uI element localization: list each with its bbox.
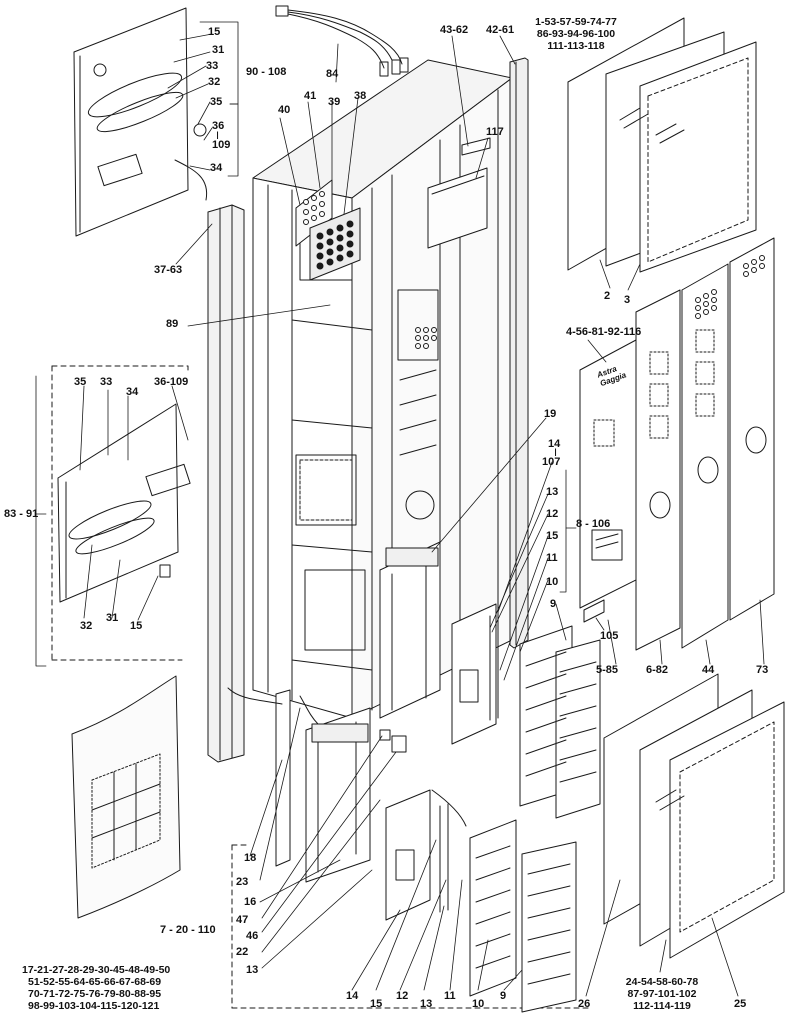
part-label: 22 [236,946,249,958]
part-label: 107 [542,456,561,468]
part-label: 13 [546,486,559,498]
part-label: 9 [500,990,507,1002]
small-parts [227,687,407,867]
part-label: 10 [472,998,485,1010]
part-label: 32 [80,620,93,632]
part-label: 46 [246,930,259,942]
door-panels [579,237,775,651]
part-label: 26 [578,998,591,1010]
part-label: 47 [236,914,249,926]
part-label: 8 - 106 [576,518,611,530]
part-group-line: 70-71-72-75-76-79-80-88-95 [28,988,162,1000]
part-label: 15 [546,530,559,542]
wiring-harness [275,5,409,77]
part-label: I [216,130,220,142]
part-label: 36 [212,120,225,132]
part-label: 7 - 20 - 110 [160,924,216,936]
part-label: 15 [130,620,143,632]
part-label: 34 [126,386,139,398]
part-label: 90 - 108 [246,66,287,78]
part-label: 35 [210,96,223,108]
part-label: 10 [546,576,559,588]
part-label: 109 [212,139,231,151]
part-label: 105 [600,630,619,642]
part-group-line: 98-99-103-104-115-120-121 [28,1000,160,1012]
part-label: 13 [246,964,259,976]
part-label: 36-109 [154,376,189,388]
part-label: 40 [278,104,291,116]
part-group-line: 112-114-119 [633,1000,691,1012]
part-group-line: 17-21-27-28-29-30-45-48-49-50 [22,964,171,976]
part-group-line: 86-93-94-96-100 [536,28,616,40]
part-label: 117 [486,126,504,138]
part-label: 13 [420,998,433,1010]
part-label: 89 [166,318,179,330]
part-label: 3 [624,294,631,306]
part-label: 16 [244,896,257,908]
part-label: 43-62 [440,24,469,36]
part-label: 18 [244,852,257,864]
part-label: 35 [74,376,87,388]
part-group-label: 1-53-57-59-74-77 86-93-94-96-100 111-113… [535,16,617,52]
part-label: 33 [100,376,113,388]
part-label: 38 [354,90,367,102]
glass-plates-top [567,17,757,273]
cooling-unit-mid [51,365,191,661]
louvered-trays [469,625,601,1013]
part-label: 34 [210,162,223,174]
left-side-rail [207,204,245,763]
part-label: 2 [604,290,611,302]
part-label: 11 [546,552,558,564]
part-label: 23 [236,876,249,888]
part-label: 41 [304,90,317,102]
part-label: 32 [208,76,221,88]
part-label: 14 [548,438,561,450]
part-label: 15 [370,998,383,1010]
part-group-label: 17-21-27-28-29-30-45-48-49-50 51-52-55-6… [22,964,170,1012]
part-label: 31 [106,612,119,624]
part-label: 33 [206,60,219,72]
part-label: 15 [208,26,221,38]
part-group-line: 1-53-57-59-74-77 [535,16,617,28]
part-label: 84 [326,68,339,80]
part-label: 42-61 [486,24,515,36]
part-group-line: 87-97-101-102 [627,988,697,1000]
part-label: 25 [734,998,747,1010]
right-side-profile [509,57,529,649]
part-label: 6-82 [646,664,669,676]
part-label: 5-85 [596,664,619,676]
part-label: I [554,447,558,459]
leader-lines [35,21,765,997]
part-label: 19 [544,408,557,420]
part-label: 14 [346,990,359,1002]
part-group-label: 24-54-58-60-78 87-97-101-102 112-114-119 [626,976,698,1012]
electrical-modules [299,541,499,921]
part-group-line: 51-52-55-64-65-66-67-68-69 [28,976,162,988]
part-group-line: 111-113-118 [547,40,605,52]
part-label: 12 [396,990,409,1002]
part-label: 12 [546,508,559,520]
glass-plates-bottom [603,673,785,959]
part-label: 73 [756,664,769,676]
cooling-unit-top [73,7,208,237]
part-group-line: 24-54-58-60-78 [625,976,699,988]
part-label: 44 [702,664,715,676]
part-label: 83 - 91 [4,508,39,520]
part-label: 9 [550,598,557,610]
hardware-bag [71,675,181,919]
part-label: 4-56-81-92-116 [566,326,642,338]
part-label: 31 [212,44,225,56]
part-label: 11 [444,990,456,1002]
keypad-assembly [295,179,361,281]
part-label: 39 [328,96,341,108]
part-label: 37-63 [154,264,183,276]
